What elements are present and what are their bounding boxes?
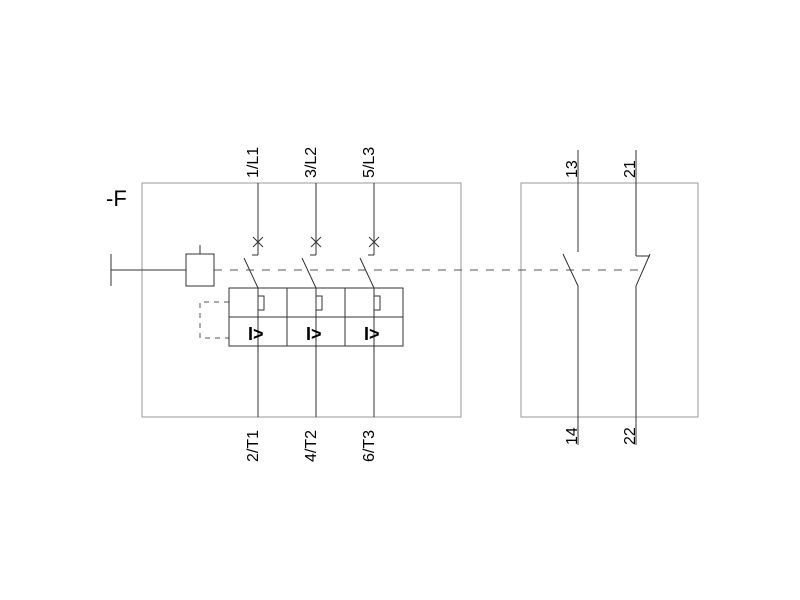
main-pole-3 [359, 183, 380, 417]
terminal-label-top-1: 1/L1 [245, 147, 262, 178]
main-device-frame [141, 182, 462, 418]
magnetic-release-block [228, 316, 404, 347]
aux-terminal-label-bottom-22: 22 [622, 427, 639, 445]
release-linkage [199, 301, 229, 339]
terminal-label-bottom-1: 2/T1 [245, 430, 262, 462]
device-designation: -F [106, 186, 127, 211]
aux-terminal-label-bottom-14: 14 [564, 427, 581, 445]
aux-contact-nc-21-22 [635, 150, 651, 445]
overcurrent-symbol-3: I> [364, 324, 380, 344]
aux-terminal-label-top-13: 13 [564, 160, 581, 178]
terminal-label-bottom-3: 6/T3 [361, 430, 378, 462]
main-pole-1 [243, 183, 264, 417]
main-pole-2 [301, 183, 322, 417]
terminal-label-top-3: 5/L3 [361, 147, 378, 178]
aux-contact-frame [520, 182, 699, 418]
terminal-label-top-2: 3/L2 [303, 147, 320, 178]
overcurrent-symbol-2: I> [306, 324, 322, 344]
aux-contact-no-13-14 [562, 150, 579, 445]
overcurrent-symbol-1: I> [248, 324, 264, 344]
aux-terminal-label-top-21: 21 [622, 160, 639, 178]
terminal-label-bottom-2: 4/T2 [303, 430, 320, 462]
manual-actuator [110, 245, 215, 287]
